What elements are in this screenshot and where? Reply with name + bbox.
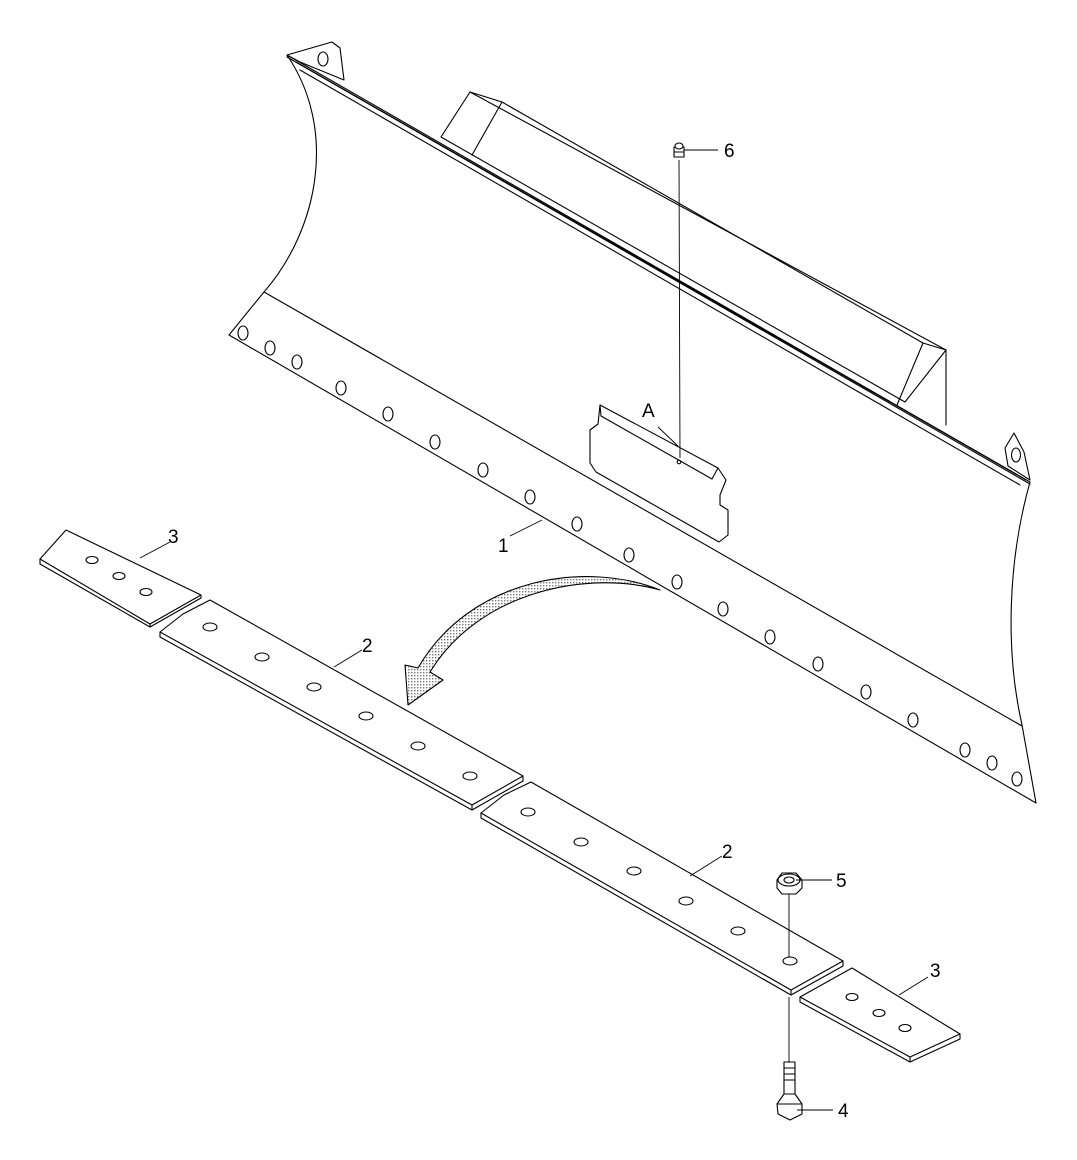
assembly-arrow	[404, 576, 661, 706]
blade-hole	[237, 325, 249, 341]
callout-2-left: 2	[362, 636, 373, 657]
blade-left-ear	[286, 41, 345, 81]
nut	[776, 872, 803, 957]
callout-1: 1	[498, 536, 509, 557]
blade-hole	[986, 755, 998, 771]
bolt	[776, 997, 803, 1121]
fitting	[673, 142, 685, 459]
blade-hole	[429, 434, 441, 450]
end-bit-right	[799, 967, 961, 1063]
blade-top-ridge	[440, 91, 947, 426]
callout-2-right: 2	[722, 842, 733, 863]
blade-hole	[671, 574, 683, 590]
blade-bolt-holes	[237, 325, 1023, 787]
blade-hole	[812, 656, 824, 672]
end-bit-left	[39, 529, 202, 628]
callout-a: A	[642, 401, 655, 422]
blade-right-ear	[1004, 432, 1031, 481]
wear-plate-a	[589, 404, 729, 543]
blade-hole	[623, 547, 635, 563]
cutting-edge-left	[159, 599, 524, 811]
blade-hole	[717, 601, 729, 617]
blade-hole	[907, 712, 919, 728]
callout-6: 6	[724, 141, 735, 162]
blade-hole	[382, 406, 394, 422]
callout-3-right: 3	[930, 961, 941, 982]
blade-hole	[477, 462, 489, 478]
leader-lines	[139, 149, 929, 1111]
blade-hole	[764, 629, 776, 645]
cutting-edge-right	[480, 781, 844, 996]
blade-hole	[571, 516, 583, 532]
blade-hole	[1011, 771, 1023, 787]
blade	[228, 41, 1037, 804]
blade-hole	[524, 489, 536, 505]
callout-5: 5	[836, 871, 847, 892]
blade-hole	[264, 340, 276, 356]
callout-4: 4	[838, 1101, 849, 1122]
callout-3-left: 3	[168, 527, 179, 548]
blade-hole	[291, 354, 303, 370]
blade-hole	[335, 380, 347, 396]
blade-hole	[959, 742, 971, 758]
blade-hole	[860, 684, 872, 700]
